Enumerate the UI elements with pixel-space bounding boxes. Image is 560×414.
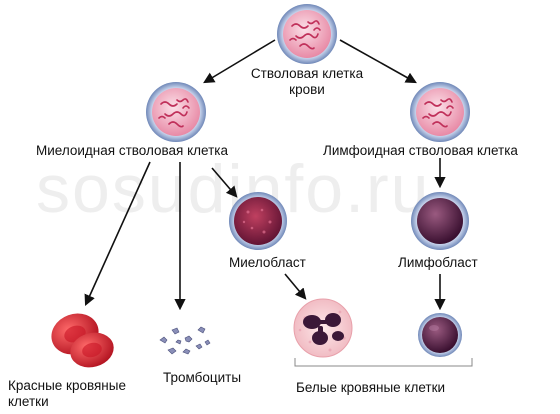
platelets-label: Тромбоциты	[163, 370, 242, 385]
neutrophil-cell	[293, 298, 353, 358]
red-blood-cells	[51, 313, 114, 368]
myeloblast-label: Миелобласт	[229, 255, 306, 270]
blood-stem-cell	[277, 4, 337, 64]
red-cells-label: Красные кровяные клетки	[8, 378, 126, 410]
arrow-myeloid-to-red-cells	[84, 161, 151, 307]
lymphoblast-label: Лимфобласт	[398, 255, 478, 270]
arrow-stem-to-myeloid	[203, 39, 276, 84]
blood-stem-cell-label: Стволовая клетка крови	[237, 66, 377, 98]
white-cells-label: Белые кровяные клетки	[296, 380, 446, 395]
arrow-myeloblast-to-neutrophil	[284, 273, 307, 300]
arrow-myeloid-to-myeloblast	[211, 167, 238, 198]
lymphoid-stem-cell-label: Лимфоидная стволовая клетка	[323, 143, 518, 158]
red-cells-label-line2: клетки	[8, 394, 49, 409]
platelets	[159, 326, 211, 355]
arrows	[84, 39, 446, 311]
blood-stem-cell-label-line1: Стволовая клетка	[250, 66, 364, 81]
arrow-stem-to-lymphoid	[339, 39, 417, 84]
lymphoblast-cell	[411, 192, 469, 250]
myeloblast-cell	[229, 192, 287, 250]
myeloid-stem-cell-label: Миелоидная стволовая клетка	[36, 143, 229, 158]
lymphocyte-cell	[418, 313, 462, 357]
red-cells-label-line1: Красные кровяные	[8, 378, 126, 393]
lymphoid-stem-cell	[410, 82, 470, 142]
myeloid-stem-cell	[146, 82, 206, 142]
white-cells-bracket	[294, 358, 473, 367]
blood-stem-cell-label-line2: крови	[289, 82, 325, 97]
